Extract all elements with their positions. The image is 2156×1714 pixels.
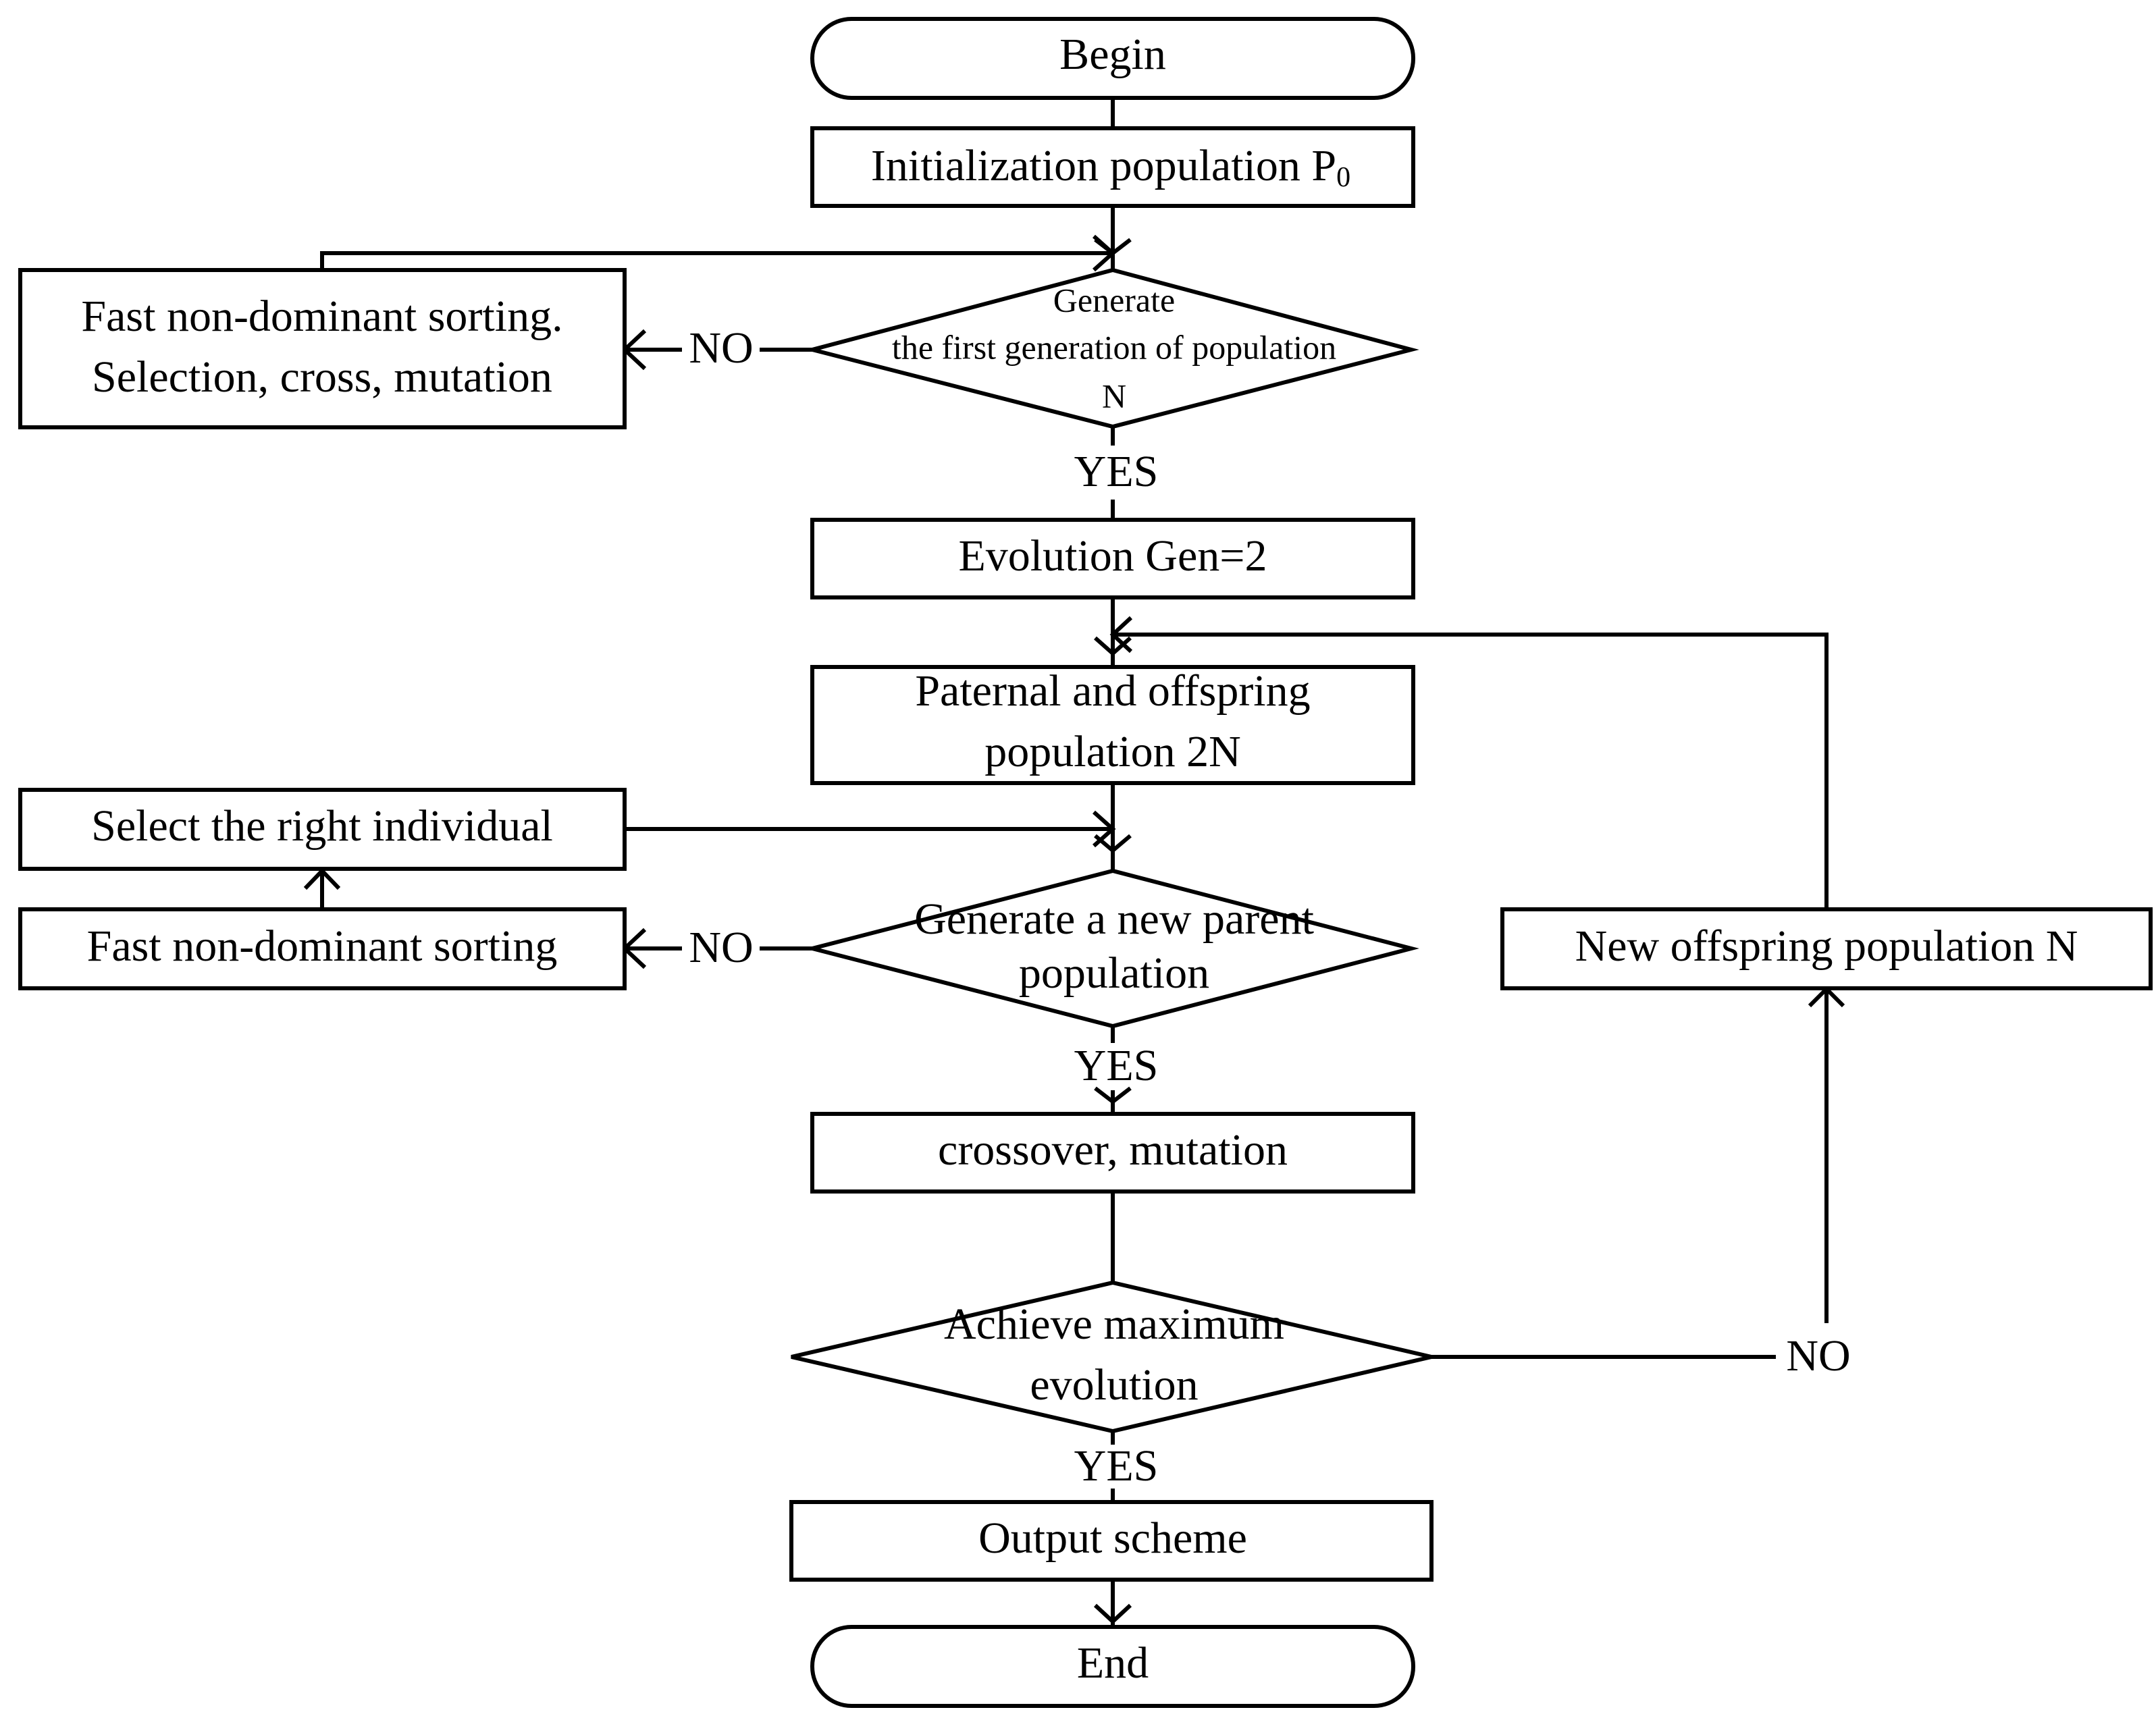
new-offspring-label: New offspring population N (1575, 921, 2078, 971)
evolution-gen-label: Evolution Gen=2 (958, 531, 1267, 581)
connector-offspring-loop (1113, 633, 1829, 908)
select-right-label: Select the right individual (91, 801, 553, 851)
output-scheme-label: Output scheme (978, 1514, 1247, 1563)
label-no-2: NO (689, 923, 753, 972)
achieve-max-line-1: Achieve maximum (944, 1300, 1284, 1349)
node-fast-sort-select: Fast non-dominant sorting. Selection, cr… (18, 268, 627, 429)
node-new-offspring: New offspring population N (1500, 907, 2153, 990)
node-output-scheme: Output scheme (789, 1500, 1434, 1582)
label-yes-3: YES (1074, 1441, 1159, 1491)
connectors (303, 98, 1845, 1627)
node-end: End (810, 1625, 1415, 1708)
node-fast-sort: Fast non-dominant sorting (18, 907, 627, 990)
generate-parent-line-1: Generate a new parent (914, 894, 1314, 944)
arrowhead-right (1093, 810, 1116, 848)
init-label: Initialization population P0 (871, 141, 1350, 193)
label-no-3: NO (1786, 1331, 1850, 1381)
decision-achieve-max: Achieve maximum evolution (791, 1280, 1432, 1434)
paternal-line-1: Paternal and offspring (915, 666, 1310, 716)
fast-sort-select-line-2: Selection, cross, mutation (92, 352, 552, 402)
crossover-label: crossover, mutation (938, 1125, 1288, 1175)
node-select-right: Select the right individual (18, 788, 627, 871)
generate-first-line-2: the first generation of population (892, 328, 1336, 366)
label-yes-2: YES (1074, 1041, 1159, 1090)
label-yes-1: YES (1074, 447, 1159, 496)
node-crossover-mutation: crossover, mutation (810, 1112, 1415, 1194)
node-evolution-gen: Evolution Gen=2 (810, 518, 1415, 599)
node-paternal-offspring: Paternal and offspring population 2N (810, 665, 1415, 785)
arrowhead-down (1093, 1603, 1132, 1625)
node-initialization: Initialization population P0 (810, 126, 1415, 208)
generate-parent-line-2: population (1019, 948, 1209, 998)
decision-generate-first: Generate the first generation of populat… (804, 267, 1419, 429)
achieve-max-line-2: evolution (1030, 1360, 1198, 1410)
node-begin: Begin (810, 17, 1415, 100)
fast-sort-label: Fast non-dominant sorting (87, 921, 558, 971)
arrowhead-right (1093, 234, 1116, 272)
fast-sort-select-line-1: Fast non-dominant sorting. (81, 292, 562, 341)
end-label: End (1077, 1638, 1149, 1688)
label-no-1: NO (689, 323, 753, 373)
begin-label: Begin (1059, 30, 1166, 79)
generate-first-line-1: Generate (1053, 281, 1175, 319)
decision-generate-parent: Generate a new parent population (804, 868, 1419, 1029)
arrowhead-left (1109, 616, 1133, 653)
generate-first-line-3: N (1102, 377, 1126, 414)
paternal-line-2: population 2N (984, 727, 1240, 776)
connector-fastsort-feedback (320, 251, 1113, 269)
arrowhead-down (1094, 1086, 1132, 1104)
